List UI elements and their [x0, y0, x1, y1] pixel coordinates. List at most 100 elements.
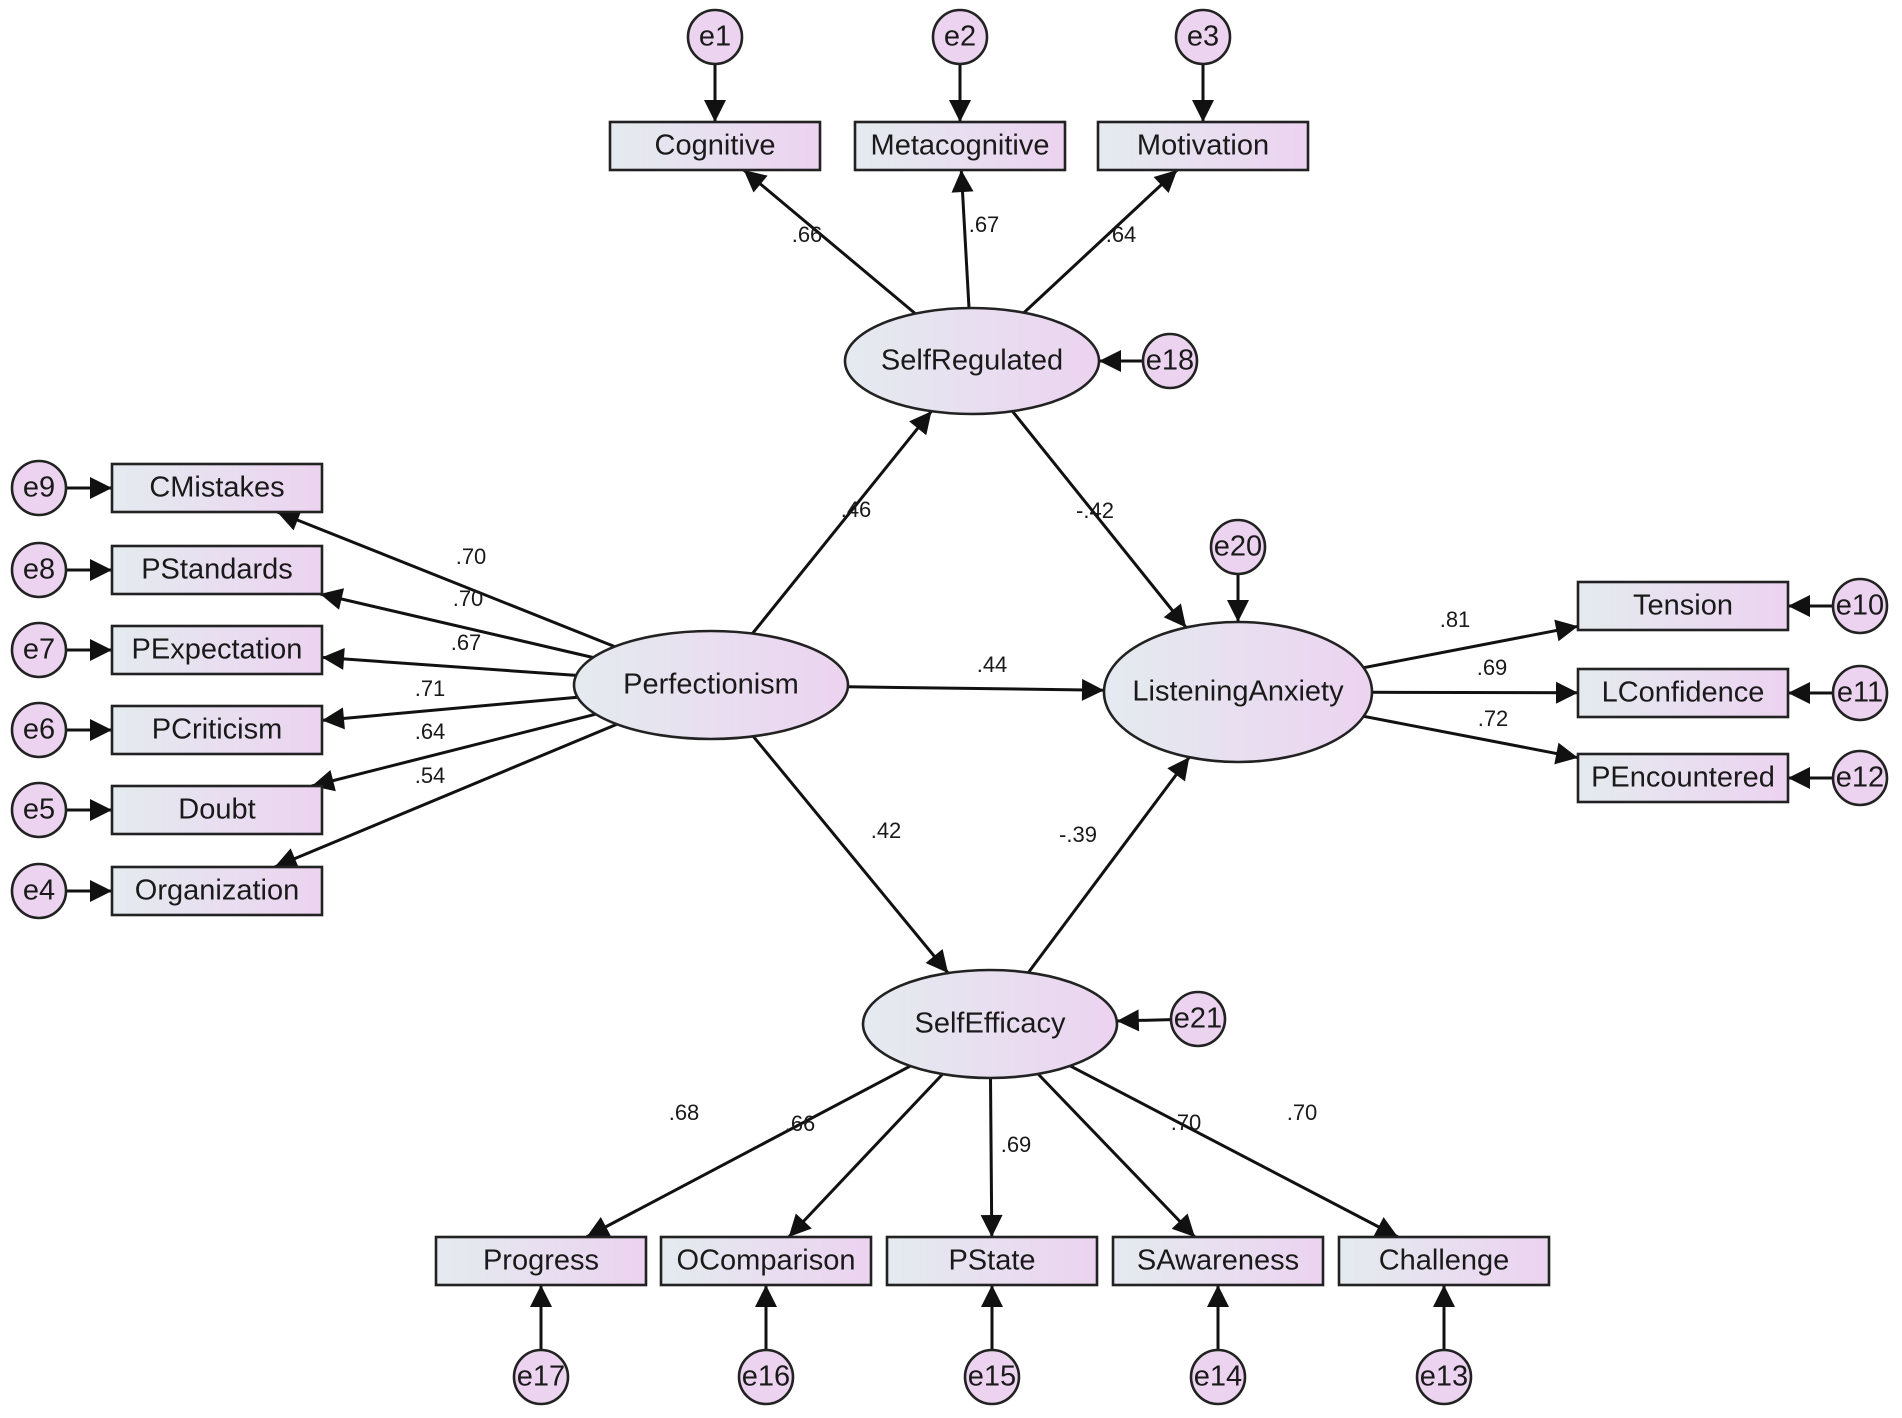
indicator-box	[110, 624, 324, 676]
error-circle	[931, 8, 989, 66]
error-label: e8	[23, 554, 55, 586]
path-selfregulated-to-cognitive	[742, 168, 917, 315]
error-e14: e14	[1189, 1348, 1247, 1406]
error-circle	[512, 1348, 570, 1406]
indicator-label: SAwareness	[1137, 1245, 1299, 1277]
error-label: e13	[1420, 1361, 1468, 1393]
path-perfectionism-to-cmistakes	[276, 509, 616, 648]
indicator-box	[1096, 120, 1310, 172]
error-circle	[10, 541, 68, 599]
path-selfefficacy-to-progress	[585, 1064, 912, 1239]
error-e4: e4	[10, 862, 68, 920]
error-e11: e11	[1831, 664, 1889, 722]
path-perfectionism-to-organization	[274, 722, 618, 869]
error-circle	[1831, 577, 1889, 635]
indicator-box	[110, 865, 324, 917]
latent-ellipse	[861, 968, 1119, 1080]
indicator-sawareness: SAwareness	[1111, 1235, 1325, 1287]
indicator-pcriticism: PCriticism	[110, 704, 324, 756]
coef-selfefficacy-to-pstate: .69	[1001, 1132, 1032, 1157]
error-label: e11	[1837, 677, 1883, 709]
error-circle	[1141, 332, 1199, 390]
latent-selfefficacy: SelfEfficacy	[861, 968, 1119, 1080]
indicator-lconfidence: LConfidence	[1576, 667, 1790, 719]
coef-selfefficacy-to-sawareness: .70	[1171, 1110, 1202, 1135]
indicator-box	[1576, 580, 1790, 632]
indicator-label: Doubt	[178, 794, 255, 826]
indicator-box	[110, 462, 324, 514]
indicator-label: Challenge	[1379, 1245, 1510, 1277]
path-perfectionism-to-selfefficacy	[752, 735, 950, 974]
coef-perfectionism-to-cmistakes: .70	[456, 544, 487, 569]
indicator-box	[659, 1235, 873, 1287]
coef-perfectionism-to-pstandards: .70	[453, 586, 484, 611]
latent-ellipse	[843, 306, 1101, 416]
indicator-label: CMistakes	[149, 472, 284, 504]
indicator-box	[110, 784, 324, 836]
path-perfectionism-to-selfregulated	[751, 410, 933, 635]
latent-label: Perfectionism	[623, 669, 799, 701]
indicator-box	[885, 1235, 1099, 1287]
error-circle	[1189, 1348, 1247, 1406]
indicator-tension: Tension	[1576, 580, 1790, 632]
latent-ellipse	[572, 629, 850, 741]
coef-perfectionism-to-pcriticism: .71	[415, 676, 446, 701]
error-circle	[1831, 749, 1889, 807]
latent-selfregulated: SelfRegulated	[843, 306, 1101, 416]
indicator-organization: Organization	[110, 865, 324, 917]
indicator-label: LConfidence	[1602, 677, 1765, 709]
error-e15: e15	[963, 1348, 1021, 1406]
indicator-label: OComparison	[677, 1245, 856, 1277]
error-circle	[1169, 990, 1227, 1048]
coef-listeninganxiety-to-tension: .81	[1440, 607, 1471, 632]
indicator-pexpectation: PExpectation	[110, 624, 324, 676]
error-circle	[10, 862, 68, 920]
latent-label: SelfRegulated	[881, 345, 1063, 377]
paths-layer	[66, 64, 1833, 1350]
coef-perfectionism-to-organization: .54	[415, 763, 446, 788]
error-circle	[10, 781, 68, 839]
error-e2: e2	[931, 8, 989, 66]
error-e17: e17	[512, 1348, 570, 1406]
error-label: e18	[1146, 345, 1194, 377]
coef-selfregulated-to-cognitive: .66	[792, 222, 823, 247]
path-listeninganxiety-to-pencountered	[1363, 714, 1579, 765]
error-label: e1	[699, 21, 731, 53]
error-e7: e7	[10, 621, 68, 679]
path-selfregulated-to-motivation	[1022, 168, 1179, 314]
path-perfectionism-to-listeninganxiety	[847, 678, 1105, 701]
error-label: e9	[23, 472, 55, 504]
error-label: e10	[1836, 590, 1884, 622]
indicator-box	[110, 544, 324, 596]
error-e13: e13	[1415, 1348, 1473, 1406]
error-e16: e16	[737, 1348, 795, 1406]
error-circle	[1174, 8, 1232, 66]
indicator-box	[853, 120, 1067, 172]
error-label: e2	[944, 21, 976, 53]
coef-listeninganxiety-to-pencountered: .72	[1478, 706, 1509, 731]
indicator-box	[608, 120, 822, 172]
path-perfectionism-to-pstandards	[319, 588, 594, 659]
error-e10: e10	[1831, 577, 1889, 635]
error-e6: e6	[10, 701, 68, 759]
coef-perfectionism-to-pexpectation: .67	[451, 630, 482, 655]
error-circle	[10, 459, 68, 517]
error-path-e21	[1116, 1009, 1172, 1032]
coef-selfregulated-to-motivation: .64	[1106, 222, 1137, 247]
indicator-label: Tension	[1633, 590, 1733, 622]
coef-selfefficacy-to-progress: .68	[669, 1100, 700, 1125]
path-selfefficacy-to-pstate	[980, 1077, 1003, 1238]
coef-selfefficacy-to-ocomparison: .66	[785, 1111, 816, 1136]
latent-ellipse	[1102, 620, 1374, 764]
indicator-cmistakes: CMistakes	[110, 462, 324, 514]
error-label: e12	[1836, 762, 1884, 794]
path-selfefficacy-to-listeninganxiety	[1027, 756, 1191, 974]
error-e1: e1	[686, 8, 744, 66]
indicator-ocomparison: OComparison	[659, 1235, 873, 1287]
indicator-box	[434, 1235, 648, 1287]
indicator-progress: Progress	[434, 1235, 648, 1287]
indicator-pencountered: PEncountered	[1576, 752, 1790, 804]
indicator-motivation: Motivation	[1096, 120, 1310, 172]
error-circle	[10, 621, 68, 679]
path-selfregulated-to-listeninganxiety	[1011, 410, 1188, 629]
